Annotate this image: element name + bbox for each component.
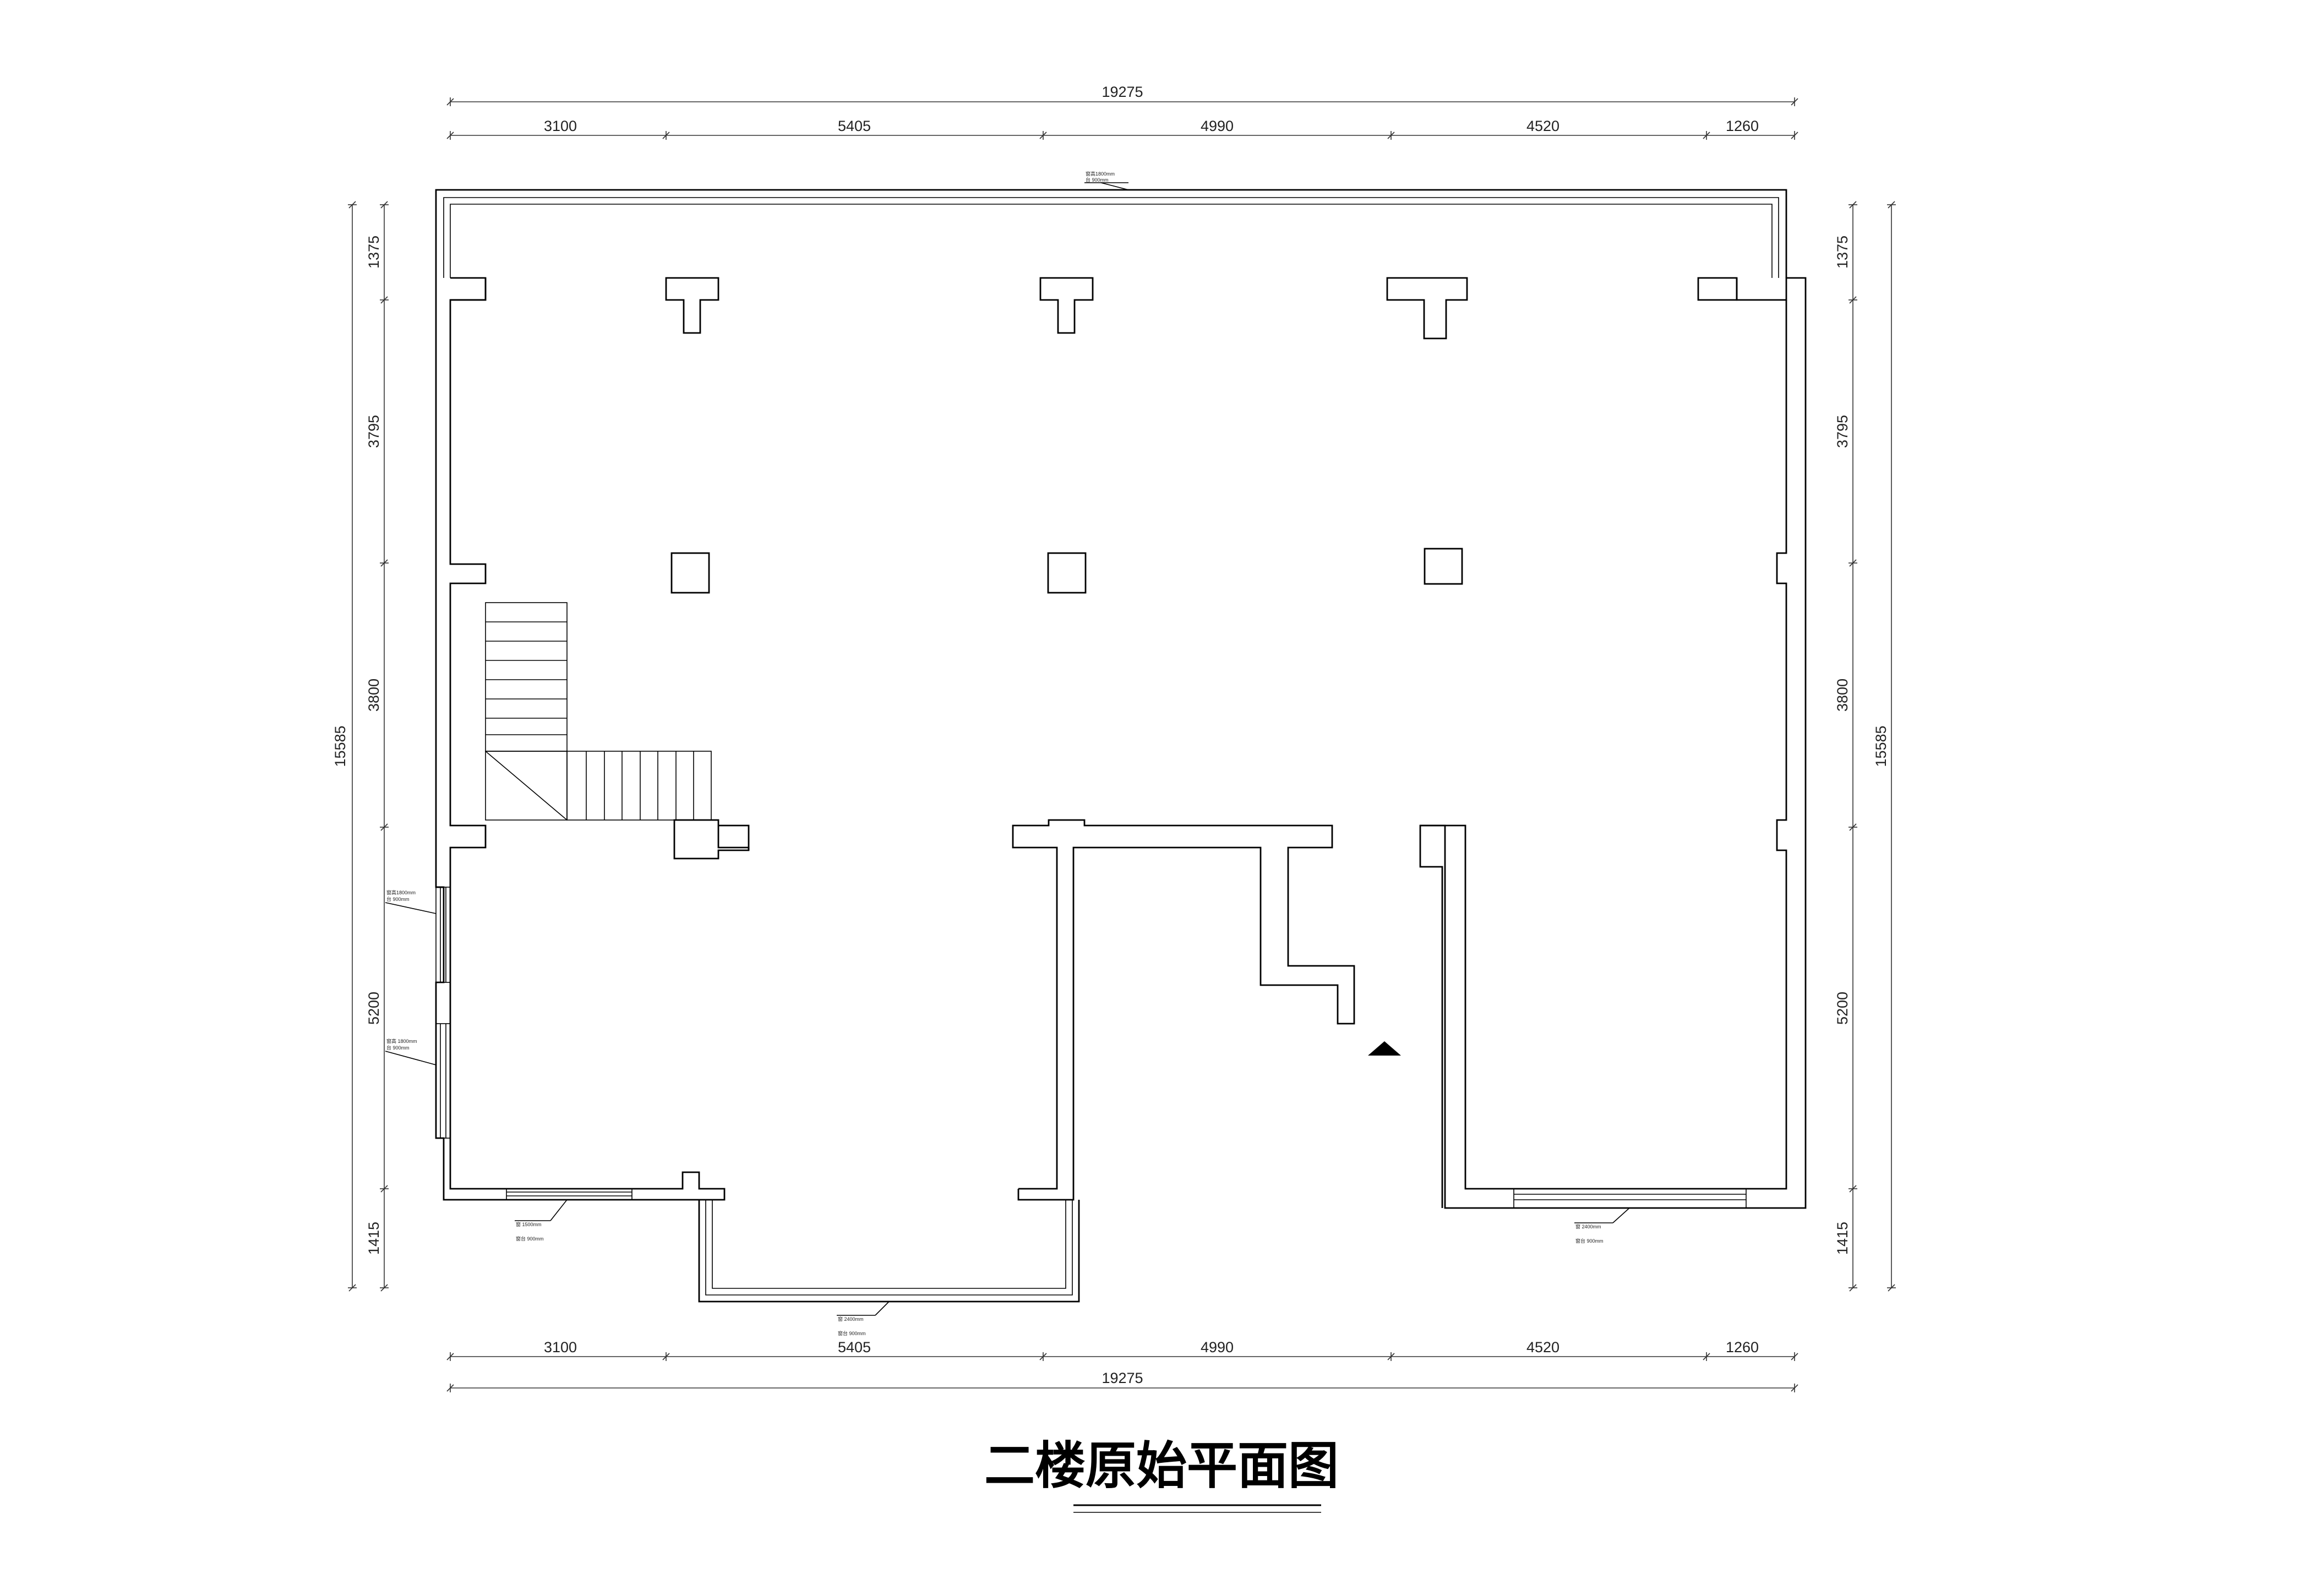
right-seg-3: 3800 [1834, 679, 1851, 712]
column-square-2 [1047, 552, 1087, 594]
center-partition-left [1012, 819, 1355, 1201]
bottom-right-window-note-2: 窗台 900mm [1575, 1238, 1604, 1244]
bottom-right-window-note-1: 窗 2400mm [1575, 1223, 1601, 1229]
bottom-center-window-note-1: 窗 2400mm [838, 1316, 864, 1322]
top-seg-4: 4520 [1526, 118, 1559, 134]
left-window-lower-note-2: 台 900mm [386, 1045, 410, 1051]
column-square-3 [1424, 548, 1463, 585]
right-dimension-chain: 1375 3795 3800 5200 1415 15585 [1834, 201, 1896, 1292]
bottom-bay-mid [705, 1200, 1073, 1296]
left-seg-5: 1415 [366, 1222, 382, 1255]
bottom-center-window-note-2: 窗台 900mm [838, 1330, 866, 1336]
left-dimension-chain: 15585 1375 3795 3800 5200 1415 [332, 201, 389, 1292]
left-seg-2: 3795 [366, 415, 382, 448]
staircase [485, 602, 712, 821]
top-seg-5: 1260 [1726, 118, 1759, 134]
stair-lower-flight [566, 751, 712, 821]
bottom-left-window-note-2: 窗台 900mm [516, 1236, 544, 1242]
top-seg-1: 3100 [544, 118, 577, 134]
drawing-title-block: 二楼原始平面图 [984, 1436, 1339, 1513]
top-balcony-mid [443, 197, 1779, 278]
bottom-bay-inner [712, 1200, 1066, 1289]
left-window-note-2: 台 900mm [386, 896, 410, 902]
column-square-1 [670, 552, 710, 594]
top-window-note-1: 窗高1800mm [1086, 171, 1115, 177]
left-wall-window-upper [435, 887, 451, 983]
left-seg-1: 1375 [366, 236, 382, 269]
walls [435, 189, 1807, 1303]
top-balcony-outer [435, 189, 1787, 278]
left-seg-4: 5200 [366, 992, 382, 1025]
column-t-1 [665, 277, 719, 334]
top-seg-3: 4990 [1201, 118, 1234, 134]
left-seg-3: 3800 [366, 679, 382, 712]
right-seg-4: 5200 [1834, 992, 1851, 1025]
bottom-dimension-chain: 3100 5405 4990 4520 1260 19275 [446, 1339, 1798, 1392]
left-wall-outer-edge [435, 278, 699, 1201]
bottom-right-window [1513, 1188, 1747, 1209]
column-t-3 [1386, 277, 1468, 340]
right-seg-5: 1415 [1834, 1222, 1851, 1255]
right-seg-1: 1375 [1834, 236, 1851, 269]
bottom-seg-1: 3100 [544, 1339, 577, 1355]
left-wall-window-lower [435, 1023, 451, 1139]
top-window-note-2: 台 900mm [1086, 177, 1109, 183]
bottom-left-window [506, 1188, 632, 1200]
bottom-seg-5: 1260 [1726, 1339, 1759, 1355]
right-total-dimension: 15585 [1873, 725, 1889, 767]
bottom-seg-2: 5405 [838, 1339, 871, 1355]
bottom-seg-4: 4520 [1526, 1339, 1559, 1355]
top-dimension-chain: 19275 3100 5405 4990 4520 1260 [446, 84, 1798, 140]
entry-triangle-icon [1368, 1041, 1401, 1056]
left-total-dimension: 15585 [332, 725, 348, 767]
bottom-bay-outer [698, 1200, 1080, 1303]
top-balcony-inner [450, 204, 1773, 278]
right-seg-2: 3795 [1834, 415, 1851, 448]
left-window-lower-note-1: 窗高 1800mm [386, 1038, 417, 1044]
top-total-dimension: 19275 [1102, 84, 1143, 100]
left-wall-outer [449, 278, 726, 1201]
annotations: 窗高1800mm 台 900mm 窗高1800mm 台 900mm 窗高 180… [385, 171, 1630, 1336]
left-window-note-1: 窗高1800mm [386, 889, 416, 895]
right-wall-inner [1419, 300, 1787, 1208]
stair-column-edge [718, 824, 750, 850]
bottom-left-window-note-1: 窗 1500mm [516, 1221, 542, 1227]
page-title: 二楼原始平面图 [984, 1436, 1339, 1495]
pilaster-top-right [1697, 277, 1738, 301]
right-wall-outer [1420, 277, 1807, 1209]
stair-upper-flight [485, 602, 568, 752]
bottom-total-dimension: 19275 [1102, 1370, 1143, 1386]
pilaster-top-left [450, 277, 487, 301]
bottom-seg-3: 4990 [1201, 1339, 1234, 1355]
top-seg-2: 5405 [838, 118, 871, 134]
column-t-2 [1039, 277, 1094, 334]
